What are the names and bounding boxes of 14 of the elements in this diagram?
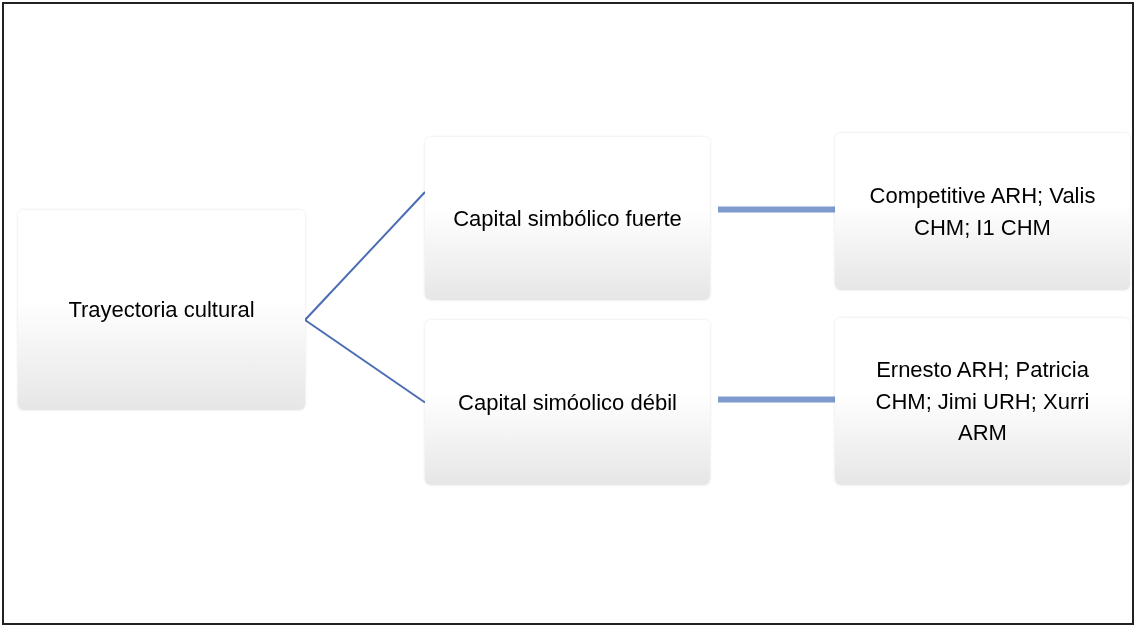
node-text: Competitive ARH; Valis CHM; I1 CHM [868, 181, 1097, 242]
connector-line [718, 396, 835, 403]
node-text: Trayectoria cultural [68, 296, 255, 325]
node-text: Capital simbólico fuerte [453, 204, 682, 233]
rounded-box [425, 320, 710, 485]
connector-line [304, 319, 426, 404]
rounded-box [18, 210, 305, 410]
connector-line [304, 191, 426, 321]
node-text: Ernesto ARH; Patricia CHM; Jimi URH; Xurri ARM [874, 355, 1091, 448]
rounded-box [425, 137, 710, 300]
rounded-box [835, 318, 1130, 485]
connector-line [718, 206, 835, 213]
node-text: Capital simóolico débil [458, 388, 677, 417]
rounded-box [835, 133, 1130, 290]
